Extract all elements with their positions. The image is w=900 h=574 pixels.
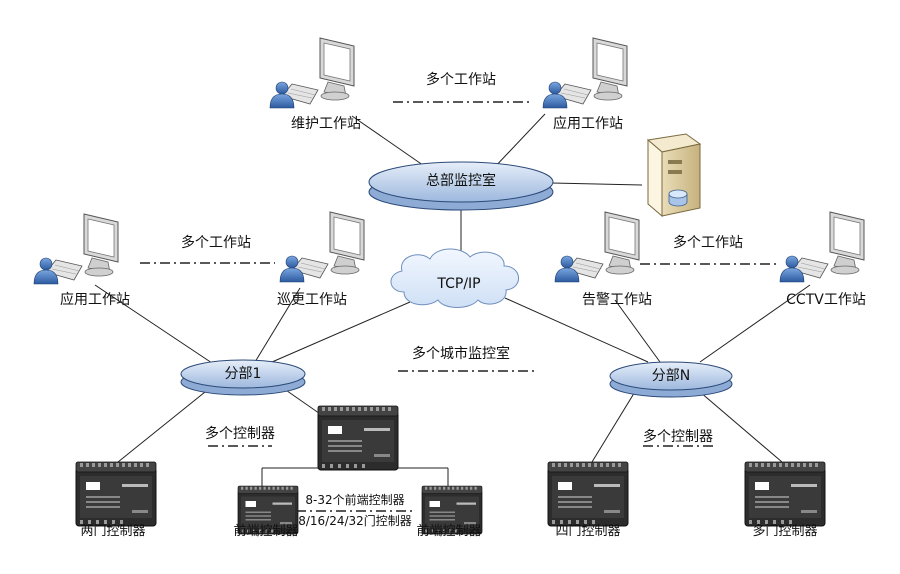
branch1-ellipse xyxy=(180,359,306,396)
multi-door-controller-label: 多门控制器 xyxy=(752,524,818,539)
connection-lines xyxy=(94,113,811,486)
branchN-ellipse xyxy=(609,361,733,398)
branch1-multi-ws-label: 多个工作站 xyxy=(181,235,251,251)
master-controller-icon xyxy=(317,405,399,471)
branchN-cctv-workstation-icon xyxy=(779,211,865,283)
branchN-label: 分部N xyxy=(651,368,691,384)
two-door-controller-label: 两门控制器 xyxy=(80,524,146,539)
server-icon xyxy=(646,133,702,218)
branchN-cctv-ws-label: CCTV工作站 xyxy=(786,292,866,308)
four-door-controller-icon xyxy=(547,461,629,527)
hq-multi-ws-label: 多个工作站 xyxy=(426,72,496,88)
branchN-alarm-workstation-icon xyxy=(554,211,640,283)
hq-application-ws-label: 应用工作站 xyxy=(553,116,623,132)
multi-door-controller-icon xyxy=(744,461,826,527)
four-door-controller-label: 四门控制器 xyxy=(555,524,621,539)
tcpip-label: TCP/IP xyxy=(437,276,481,292)
branch1-application-workstation-icon xyxy=(33,213,119,285)
branch1-patrol-workstation-icon xyxy=(279,211,365,283)
front-controller-right-label: 前端控制器 xyxy=(416,524,482,539)
hq-monitoring-room xyxy=(368,161,554,211)
door-range-label: 8/16/24/32门控制器 xyxy=(298,514,412,528)
branch1-multi-ctrl-label: 多个控制器 xyxy=(205,426,275,442)
multi-city-label: 多个城市监控室 xyxy=(412,346,510,362)
front-range-label: 8-32个前端控制器 xyxy=(305,493,405,507)
branchN-multi-ws-label: 多个工作站 xyxy=(673,235,743,251)
tcpip-cloud xyxy=(390,248,519,308)
two-door-controller-icon xyxy=(75,461,157,527)
hq-maintenance-ws-label: 维护工作站 xyxy=(291,116,361,132)
branchN-alarm-ws-label: 告警工作站 xyxy=(582,292,652,308)
hq-maintenance-workstation-icon xyxy=(269,37,355,109)
hq-room-label: 总部监控室 xyxy=(426,173,496,189)
branchN-multi-ctrl-label: 多个控制器 xyxy=(643,429,713,445)
branch1-label: 分部1 xyxy=(224,366,262,382)
front-controller-left-label: 前端控制器 xyxy=(233,524,299,539)
hq-application-workstation-icon xyxy=(542,37,628,109)
branch1-patrol-ws-label: 巡更工作站 xyxy=(277,292,347,308)
dash-dot-separators xyxy=(140,101,780,512)
branch1-application-ws-label: 应用工作站 xyxy=(60,292,130,308)
